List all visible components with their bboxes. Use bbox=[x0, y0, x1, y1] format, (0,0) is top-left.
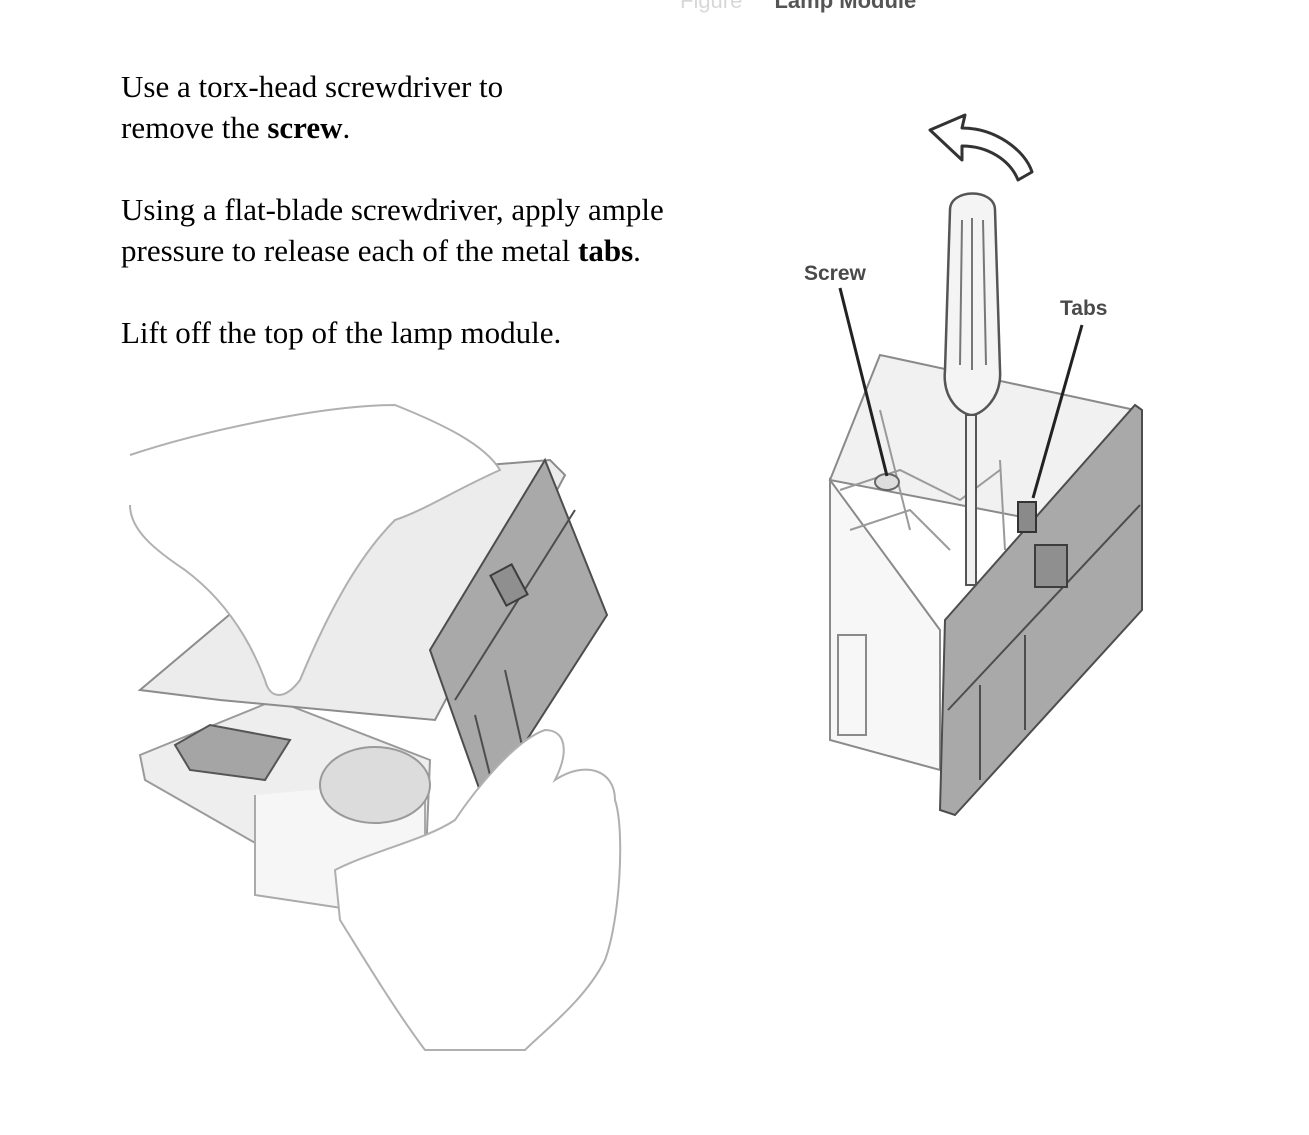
step-1-line-1: Use a torx-head screwdriver to bbox=[121, 69, 504, 104]
step-3-line-1: Lift off the top of the lamp module. bbox=[121, 315, 562, 350]
screwdriver-shaft bbox=[965, 414, 977, 586]
rotation-arrow-icon bbox=[928, 113, 1034, 182]
step-2-line-1: Using a flat-blade screwdriver, apply am… bbox=[121, 192, 664, 227]
header-right-fragment: Lamp Module bbox=[774, 0, 917, 13]
header-left-fragment: Figure bbox=[680, 0, 743, 13]
right-illustration: Screw Tabs bbox=[804, 113, 1143, 817]
left-illustration bbox=[129, 403, 622, 1051]
header-crop: Figure Lamp Module bbox=[680, 0, 916, 14]
step-1-bold-term: screw bbox=[267, 110, 343, 145]
lamp-reflector bbox=[319, 746, 431, 824]
module-internal-lines bbox=[839, 409, 1006, 551]
bottom-hand bbox=[333, 728, 622, 1051]
top-hand bbox=[129, 403, 502, 696]
screw-head bbox=[874, 473, 900, 491]
connector-block bbox=[173, 723, 292, 782]
lifted-front-panel bbox=[428, 457, 609, 808]
lifted-panel-vent bbox=[489, 563, 529, 607]
front-panel-vent bbox=[1034, 544, 1068, 588]
step-2: Using a flat-blade screwdriver, apply am… bbox=[121, 189, 761, 271]
screw-callout-label: Screw bbox=[804, 262, 867, 285]
tabs-callout-line bbox=[1031, 324, 1084, 499]
tab-clip bbox=[1017, 501, 1037, 533]
screwdriver-grip-lines bbox=[959, 218, 987, 370]
step-2-line-2-suffix: . bbox=[633, 233, 641, 268]
screw-callout-line bbox=[838, 287, 889, 477]
step-3: Lift off the top of the lamp module. bbox=[121, 312, 761, 353]
tabs-callout-label: Tabs bbox=[1060, 297, 1107, 320]
module-slot bbox=[837, 634, 867, 736]
front-panel-seam bbox=[947, 504, 1141, 780]
step-2-line-2-prefix: pressure to release each of the metal bbox=[121, 233, 579, 268]
step-1: Use a torx-head screwdriver to remove th… bbox=[121, 66, 761, 148]
step-2-bold-term: tabs bbox=[578, 233, 634, 268]
step-1-line-2-prefix: remove the bbox=[121, 110, 268, 145]
instructions: Use a torx-head screwdriver to remove th… bbox=[121, 66, 761, 394]
module-left-wall bbox=[829, 476, 941, 772]
step-1-line-2-suffix: . bbox=[342, 110, 351, 145]
